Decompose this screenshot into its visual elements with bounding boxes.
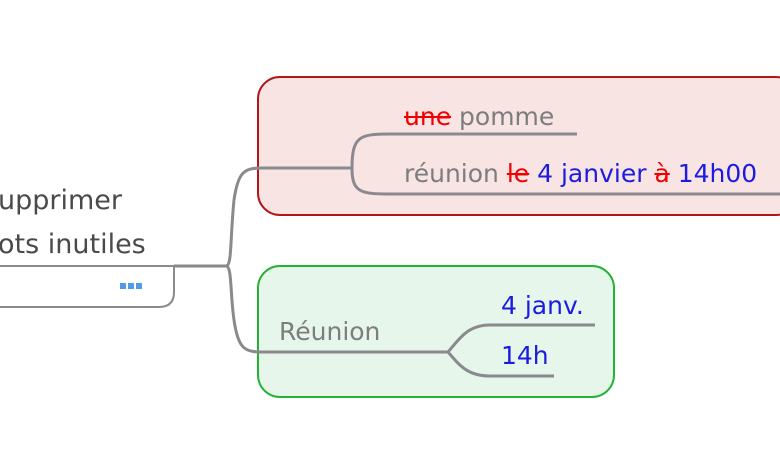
connector-root-to-red bbox=[174, 166, 352, 268]
struck-word: le bbox=[506, 159, 530, 188]
connector-red-item2 bbox=[350, 167, 780, 196]
kept-word: réunion bbox=[404, 159, 499, 188]
connector-green-child1 bbox=[446, 323, 595, 353]
red-group-box[interactable] bbox=[257, 76, 780, 216]
more-icon[interactable] bbox=[120, 283, 142, 289]
connector-root-to-green bbox=[225, 264, 448, 354]
root-topic-line1[interactable]: upprimer bbox=[0, 185, 123, 216]
green-child-1[interactable]: 4 janv. bbox=[501, 291, 584, 320]
connector-red-item1 bbox=[350, 132, 577, 169]
connector-green-child2 bbox=[446, 351, 554, 378]
kept-word: pomme bbox=[459, 102, 555, 131]
kept-word: 14h00 bbox=[677, 159, 758, 188]
green-child-2[interactable]: 14h bbox=[501, 341, 549, 370]
green-topic[interactable]: Réunion bbox=[279, 317, 381, 346]
root-topic-line2[interactable]: ots inutiles bbox=[0, 229, 146, 260]
struck-word: une bbox=[404, 102, 452, 131]
kept-word: 4 janvier bbox=[537, 159, 647, 188]
struck-word: à bbox=[654, 159, 670, 188]
root-node-outline[interactable] bbox=[0, 265, 175, 308]
green-group-box[interactable] bbox=[257, 265, 615, 398]
red-item-2[interactable]: réunion le 4 janvier à 14h00 bbox=[404, 161, 757, 186]
red-item-1[interactable]: une pomme bbox=[404, 104, 554, 129]
